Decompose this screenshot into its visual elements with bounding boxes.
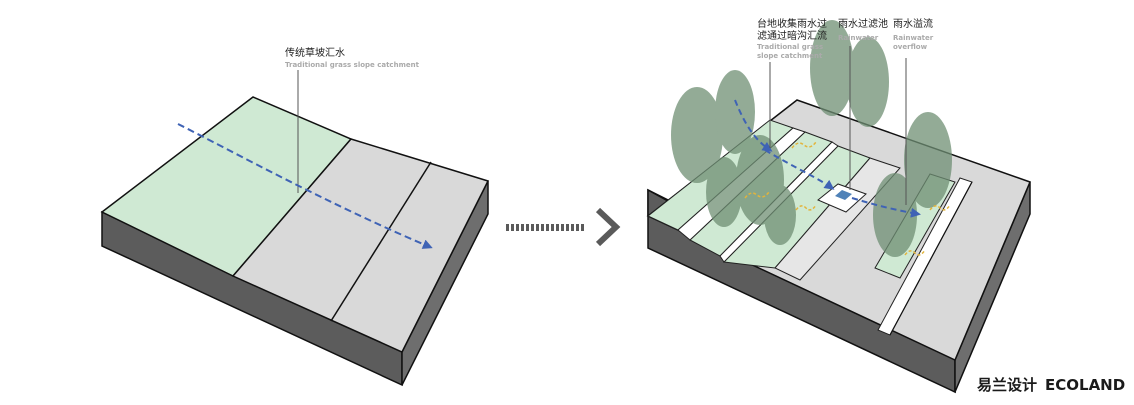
- right-label-3-en-line-2: overflow: [893, 43, 928, 51]
- right-paving-divider: [889, 181, 973, 336]
- logo-en: ECOLAND: [1045, 376, 1125, 394]
- tree-8: [873, 173, 917, 257]
- left-flow-arrow: [177, 123, 433, 249]
- tree-6: [847, 37, 889, 127]
- right-label-3-en-line-1: Rainwater: [893, 34, 934, 42]
- left-label-en: Traditional grass slope catchment: [285, 61, 420, 69]
- tree-1: [671, 87, 723, 183]
- right-block: 台地收集雨水过 滤通过暗沟汇流 Traditional grass slope …: [646, 17, 1032, 394]
- left-block: 传统草坡汇水 Traditional grass slope catchment: [100, 46, 490, 387]
- right-label-2-cn: 雨水过滤池: [838, 17, 888, 30]
- transition-arrow-dots: [506, 224, 584, 231]
- left-label-cn: 传统草坡汇水: [285, 46, 345, 59]
- water-swirls: [744, 141, 951, 256]
- filter-basin-water: [835, 190, 852, 200]
- tree-group: [671, 20, 952, 257]
- tree-7: [904, 112, 952, 208]
- right-label-1-en-line-2: slope catchment: [757, 52, 823, 60]
- right-label-1-cn-line-1: 台地收集雨水过: [757, 17, 827, 30]
- right-label-1-cn-line-2: 滤通过暗沟汇流: [757, 29, 827, 42]
- chevron-right-icon: [595, 207, 621, 247]
- tree-9: [764, 185, 796, 245]
- tree-2: [715, 70, 755, 154]
- transition-arrow: [506, 207, 621, 247]
- right-label-2-en: Rainwater: [838, 34, 879, 42]
- right-flow-arrow-1: [734, 99, 773, 152]
- tree-5: [810, 20, 854, 116]
- right-label-1-en-line-1: Traditional grass: [757, 43, 823, 51]
- left-paving: [231, 138, 490, 353]
- right-flow-arrow-2: [764, 149, 835, 190]
- right-flow-arrow-3: [851, 197, 921, 218]
- right-label-3-cn: 雨水溢流: [893, 17, 933, 30]
- logo-cn: 易兰设计: [977, 376, 1037, 394]
- left-paving-divider: [330, 161, 432, 322]
- tree-4: [706, 157, 742, 227]
- ecoland-logo: 易兰设计 ECOLAND: [977, 376, 1125, 394]
